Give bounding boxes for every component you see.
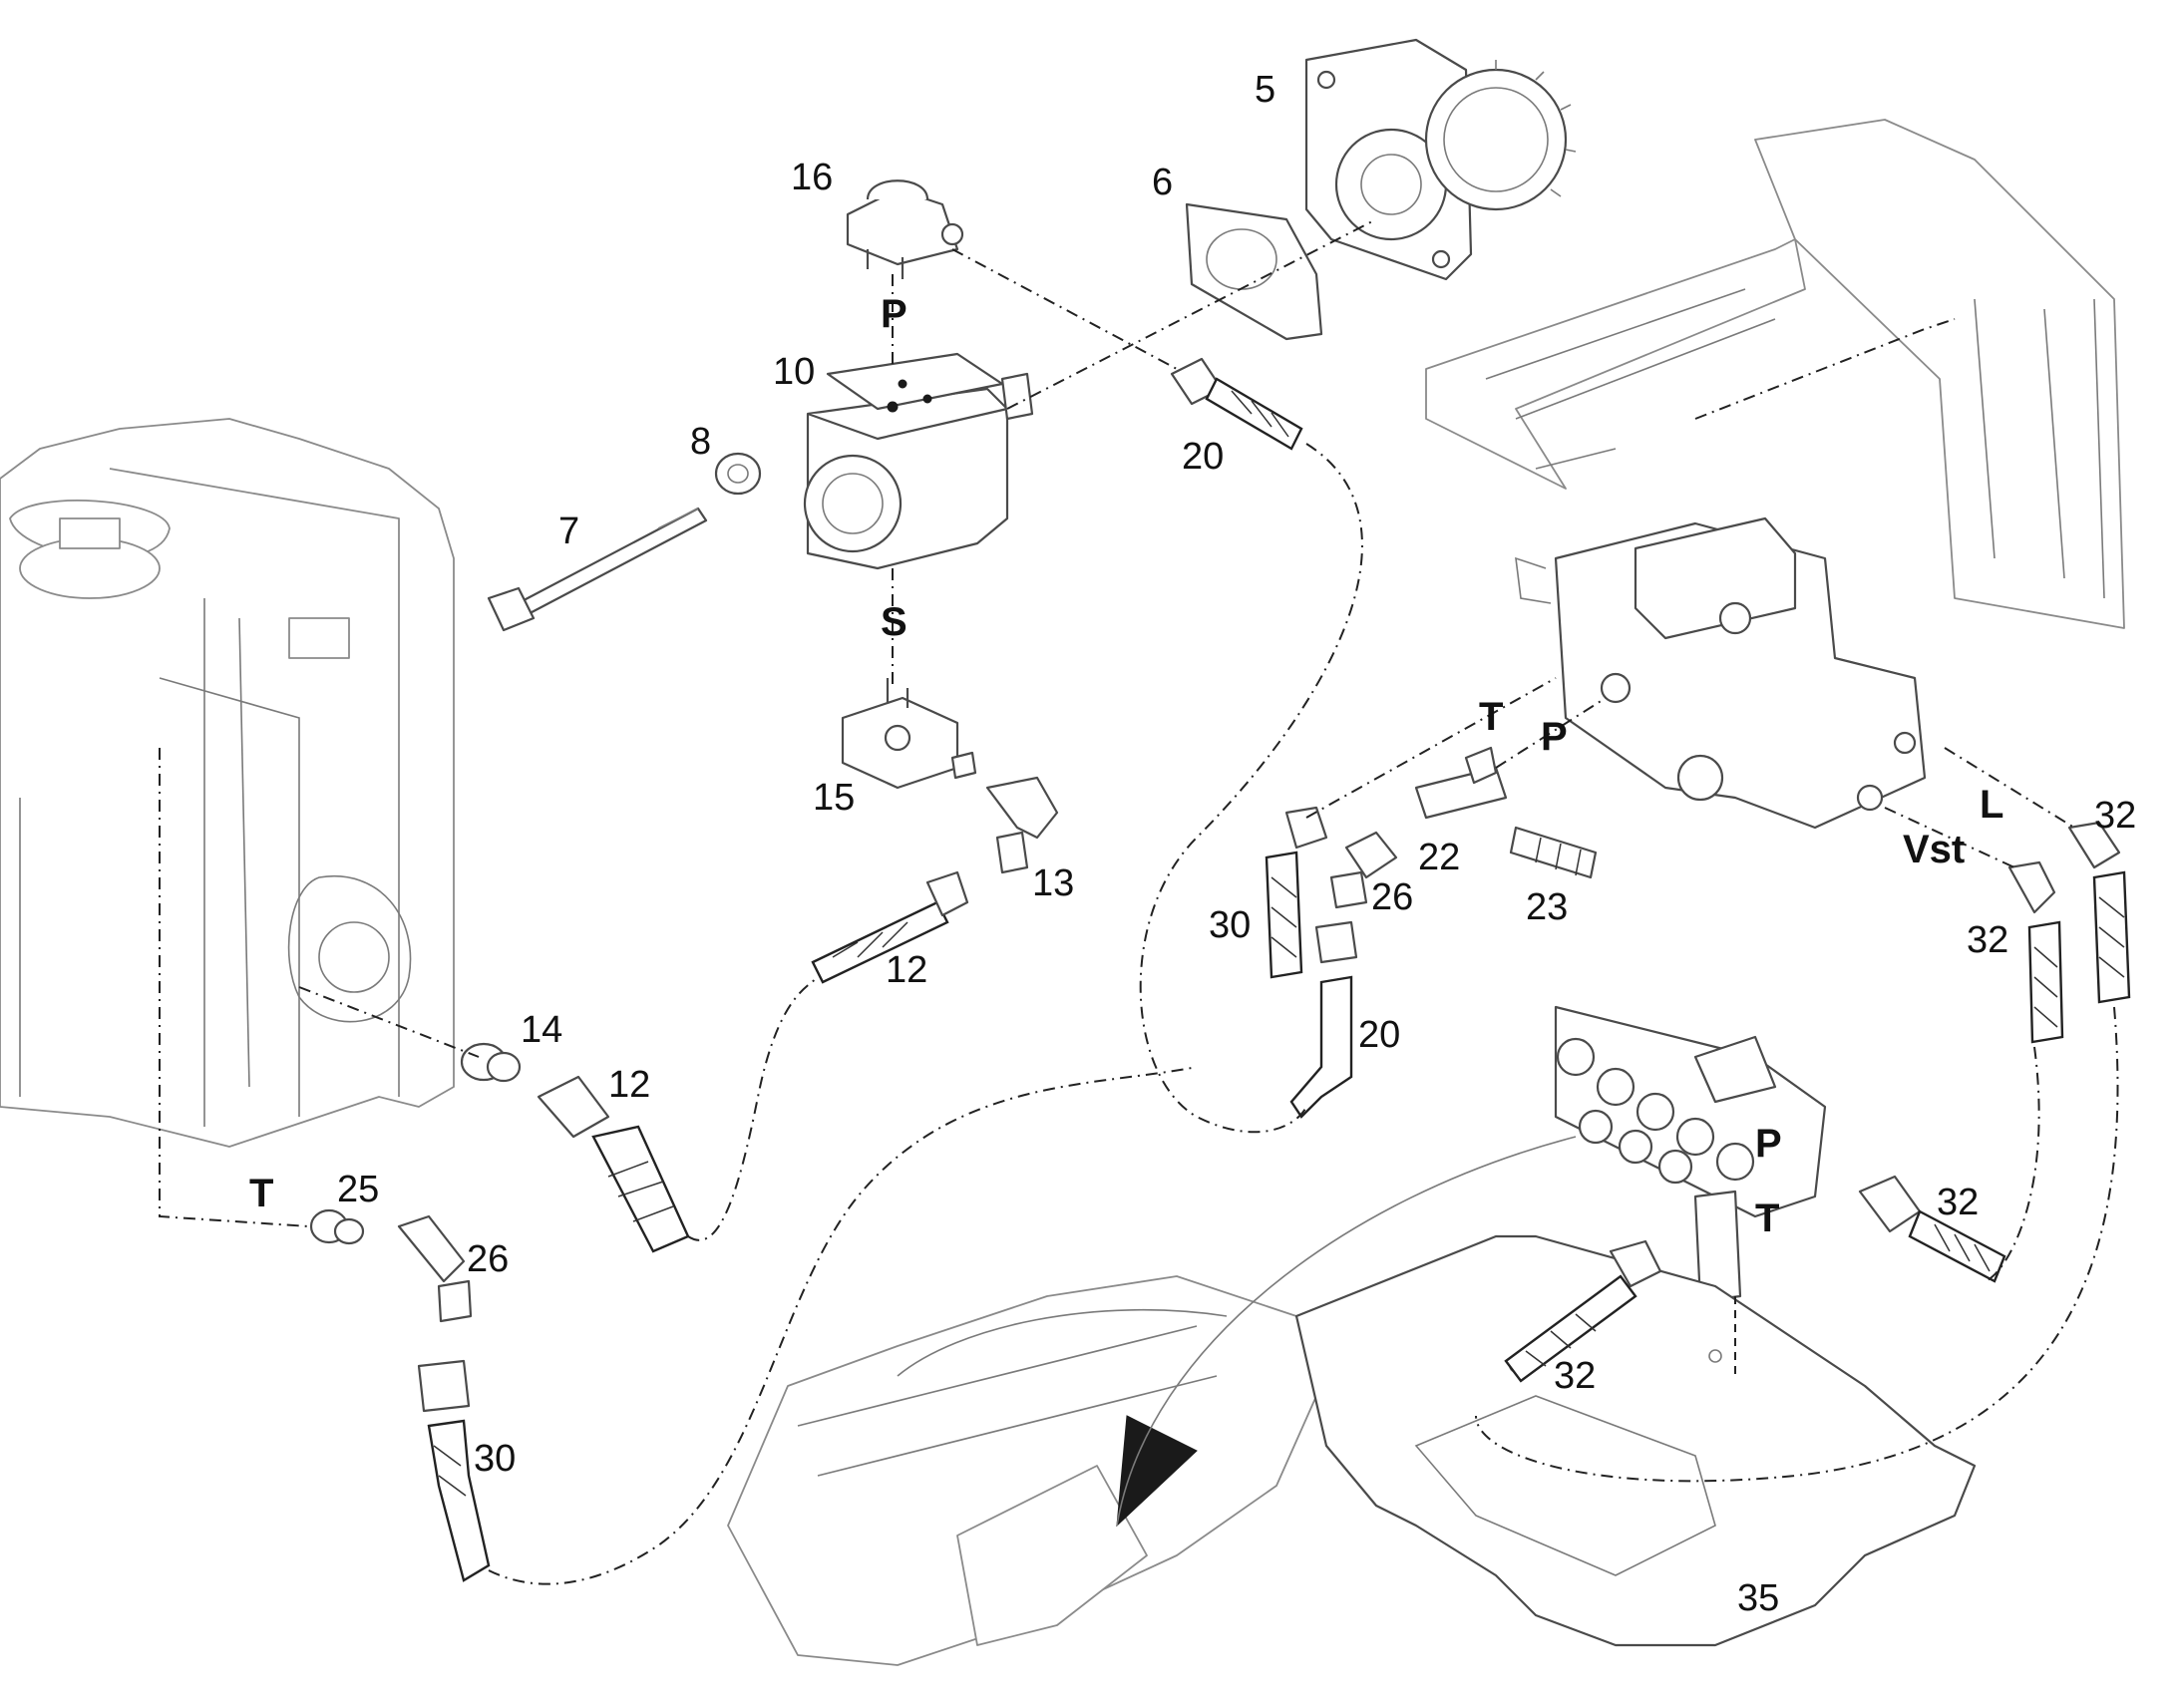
callout-26-valve: 26 [1371, 876, 1413, 918]
port-vst-valve: Vst [1903, 828, 1965, 871]
fitting-25 [309, 1208, 365, 1245]
callout-12-lower: 12 [608, 1064, 650, 1106]
elbow-13 [985, 776, 1059, 874]
fitting-23 [1509, 826, 1598, 879]
bolt-7 [487, 507, 708, 632]
hydraulic-tank [0, 418, 455, 1148]
callout-12-upper: 12 [886, 949, 927, 991]
callout-30-valve: 30 [1209, 904, 1251, 946]
callout-35: 35 [1737, 1577, 1779, 1619]
callout-6: 6 [1152, 162, 1173, 203]
hose-32-vst [2007, 860, 2064, 1044]
port-l-valve: L [1980, 783, 2003, 827]
hose-20-upper [1170, 357, 1303, 451]
callout-25: 25 [337, 1169, 379, 1210]
callout-7: 7 [558, 511, 579, 552]
callout-32-l: 32 [2094, 795, 2136, 837]
hose-12-upper [811, 870, 969, 984]
floor-plate-35 [1294, 1234, 1977, 1647]
hose-32-p [1858, 1175, 2006, 1283]
callout-20-upper: 20 [1182, 436, 1224, 478]
manifold-block [1554, 1005, 1827, 1303]
callout-10: 10 [773, 351, 815, 393]
port-t-valve: T [1479, 695, 1503, 739]
hose-20-lower [1289, 920, 1358, 1119]
callout-22: 22 [1418, 837, 1460, 878]
callout-14: 14 [521, 1009, 562, 1051]
callout-13: 13 [1032, 862, 1074, 904]
fitting-14 [460, 1042, 522, 1083]
callout-15: 15 [813, 777, 855, 819]
hose-12-lower [537, 1075, 690, 1253]
port-p-manifold: P [1755, 1122, 1782, 1166]
gasket-6 [1185, 202, 1323, 341]
callout-8: 8 [690, 421, 711, 463]
callout-labels: 5 6 7 8 10 12 12 13 14 15 16 20 20 22 23… [337, 69, 2136, 1619]
callout-20-lower: 20 [1358, 1014, 1400, 1056]
callout-5: 5 [1255, 69, 1275, 111]
callout-16: 16 [791, 157, 833, 198]
elbow-26-valve [1329, 831, 1398, 909]
gear-drive-5 [1304, 38, 1577, 281]
callout-30-tank: 30 [474, 1438, 516, 1480]
frame-bracket-upper [1425, 119, 2125, 629]
pump-10 [803, 352, 1034, 570]
port-p-valve: P [1541, 715, 1568, 759]
flange-15 [841, 678, 977, 790]
gasket-8 [714, 452, 762, 496]
elbow-26-tank [397, 1214, 473, 1323]
hose-32-t [1504, 1239, 1662, 1383]
tee-22 [1414, 746, 1508, 820]
callout-32-p: 32 [1937, 1182, 1979, 1223]
port-s-pump: S [881, 600, 908, 644]
flange-16 [846, 179, 964, 279]
frame-chassis [727, 1136, 1577, 1666]
callout-32-t: 32 [1554, 1355, 1596, 1397]
valve-block [1515, 516, 1927, 830]
hose-32-l [2067, 821, 2131, 1004]
callout-32-vst: 32 [1967, 919, 2008, 961]
port-t-manifold: T [1755, 1196, 1779, 1240]
callout-26-tank: 26 [467, 1238, 509, 1280]
hose-30-valve [1265, 806, 1328, 979]
port-p-pump: P [881, 292, 908, 336]
port-t-tank: T [249, 1172, 273, 1215]
callout-23: 23 [1526, 886, 1568, 928]
leader-lines [159, 218, 2119, 1585]
port-labels: P S T P L Vst P T T [249, 292, 2003, 1240]
hose-30-tank [417, 1359, 491, 1582]
